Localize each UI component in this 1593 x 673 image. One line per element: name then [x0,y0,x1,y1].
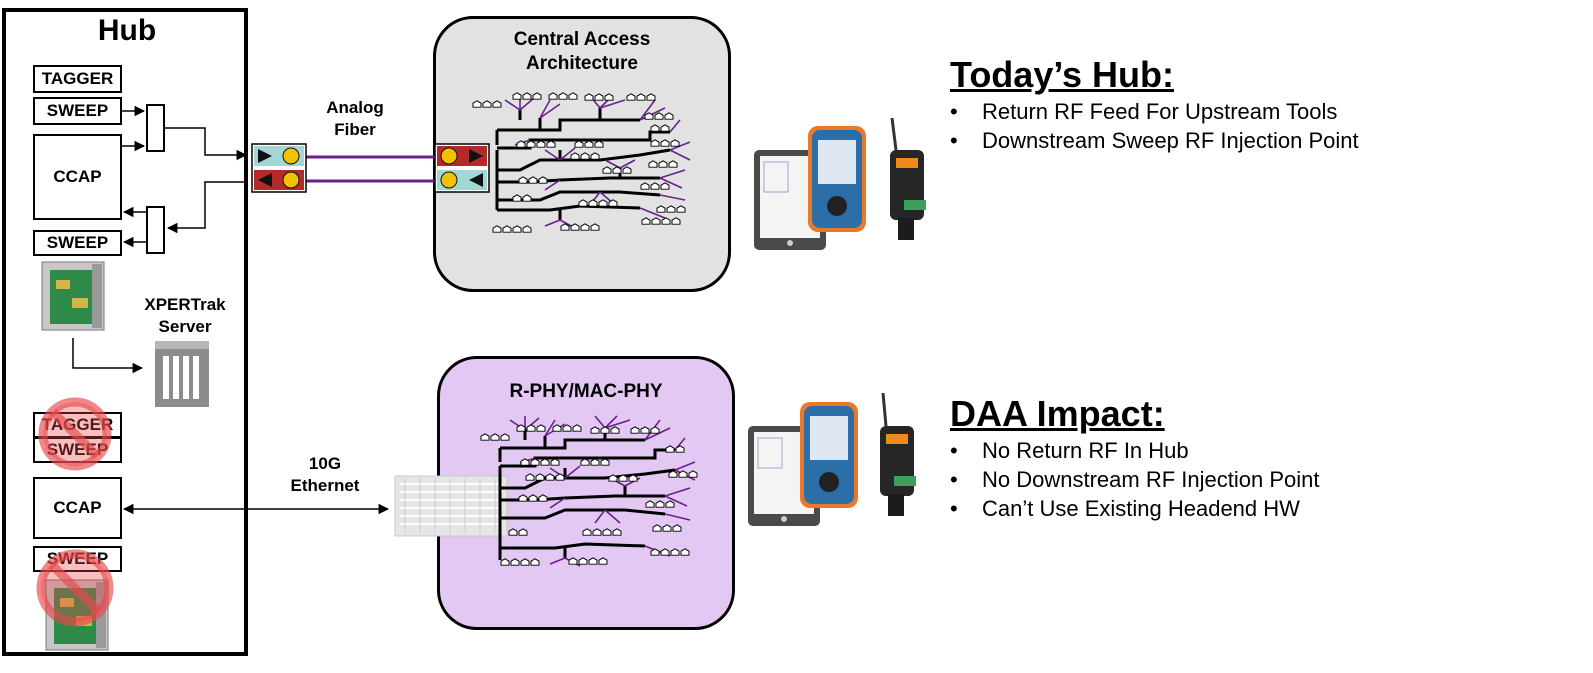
ethernet-label: 10G Ethernet [290,454,360,495]
remote-phy-device-icon [394,475,508,537]
todays-hub-bullet: Return RF Feed For Upstream Tools [948,97,1359,126]
todays-hub-bullet: Downstream Sweep RF Injection Point [948,126,1359,155]
daa-impact-bullet: No Downstream RF Injection Point [948,465,1319,494]
daa-impact-heading: DAA Impact: [950,393,1165,434]
daa-impact-bullet: No Return RF In Hub [948,436,1319,465]
hub-rf-wiring [72,105,390,515]
sweep-box-top-1: SWEEP [33,97,122,125]
rphy-title: R-PHY/MAC-PHY [509,381,663,402]
field-optical-node [434,143,490,193]
test-tools-top [754,117,926,250]
todays-hub-bullets: Return RF Feed For Upstream Tools Downst… [948,97,1359,155]
prohibited-card-icon [36,549,114,627]
analog-fiber-label: Analog Fiber [326,98,384,139]
daa-impact-bullet: Can’t Use Existing Headend HW [948,494,1319,523]
central-access-title: Central Access Architecture [513,29,651,74]
probe-card-icon-top [41,261,105,331]
hub-optical-node [251,143,307,193]
analog-fiber-lines [306,155,438,183]
test-tools-bottom [748,392,916,526]
hub-frame [2,8,248,656]
combiner-box [146,104,165,152]
todays-hub-heading: Today’s Hub: [950,54,1174,95]
hub-title: Hub [97,14,157,47]
sweep-box-top-2: SWEEP [33,230,122,256]
ccap-box-bottom: CCAP [33,477,122,539]
prohibited-tagger-sweep-icon [38,397,112,471]
xpertrak-server-label: XPERTrak Server [144,295,226,336]
daa-impact-bullets: No Return RF In Hub No Downstream RF Inj… [948,436,1319,523]
central-network-drops [504,95,691,229]
rphy-network-map [498,428,676,560]
tagger-box-top: TAGGER [33,65,122,93]
splitter-box [146,206,165,254]
xpertrak-server-icon [155,341,209,407]
ccap-box-top: CCAP [33,134,122,220]
